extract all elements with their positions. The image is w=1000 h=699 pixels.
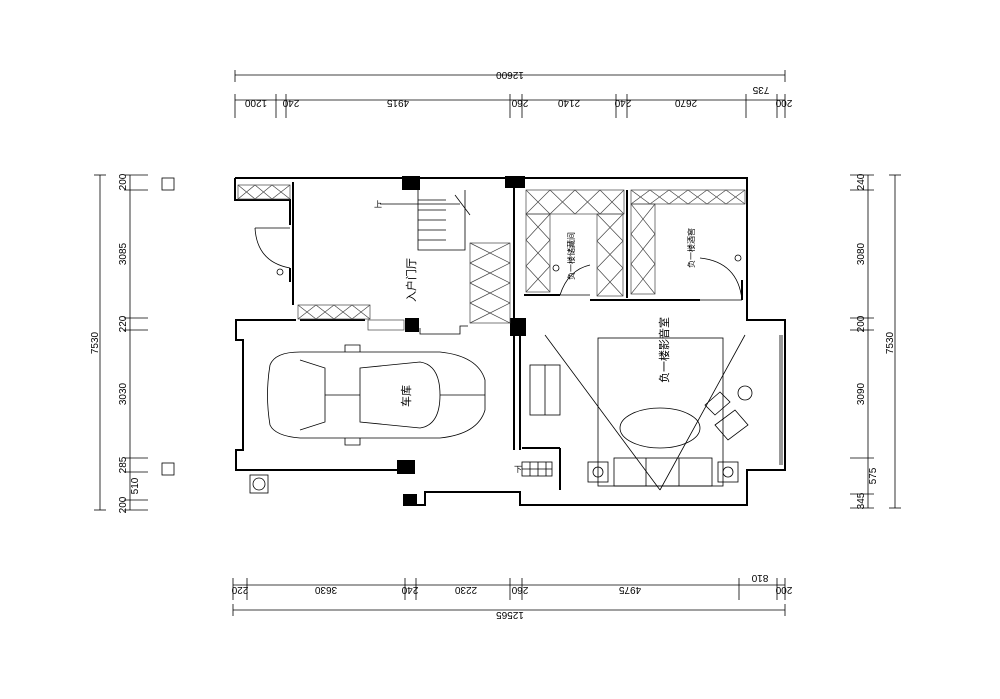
drain-fixture	[249, 474, 269, 494]
dim-right-6: 345	[856, 492, 867, 509]
stair-down-label: 下	[514, 465, 522, 474]
dim-bottom-7: 810	[751, 572, 768, 583]
dim-top-7: 2670	[674, 97, 697, 108]
dim-top-3: 4915	[386, 97, 409, 108]
cabinets	[237, 184, 746, 331]
dim-left-2: 3085	[118, 242, 129, 265]
dim-left-7: 200	[118, 496, 129, 513]
dim-top-4: 260	[511, 97, 528, 108]
left-dimensions: 7530 200 3085 220 3030 285 510 200	[90, 173, 175, 513]
dim-left-1: 200	[118, 173, 129, 190]
dim-top-9: 200	[775, 97, 792, 108]
dim-left-6: 510	[130, 477, 141, 494]
dim-right-1: 240	[856, 173, 867, 190]
structural-columns	[397, 176, 526, 506]
dim-top-1: 1200	[244, 97, 267, 108]
room-label-theater: 负一楼影音室	[657, 317, 671, 383]
stairs-down	[521, 461, 553, 477]
dim-top-5: 2140	[557, 97, 580, 108]
car-illustration	[267, 344, 486, 446]
dim-left-total: 7530	[90, 331, 101, 354]
dim-left-3: 220	[118, 315, 129, 332]
dim-bottom-3: 240	[401, 584, 418, 595]
top-dimensions: 12600 1200 240 4915 260 2140 240 2670 73…	[234, 69, 792, 118]
dim-right-total: 7530	[885, 331, 896, 354]
dim-right-2: 3080	[856, 242, 867, 265]
walls	[234, 177, 786, 506]
bottom-dimensions: 220 3630 240 2230 260 4975 810 200 12565	[231, 572, 792, 620]
dim-bottom-5: 260	[511, 584, 528, 595]
dim-left-4: 3030	[118, 382, 129, 405]
dim-right-3: 200	[856, 315, 867, 332]
dim-bottom-2: 3630	[314, 584, 337, 595]
dim-bottom-total: 12565	[496, 609, 524, 620]
room-label-entrance: 入户门厅	[404, 258, 418, 302]
dim-top-total: 12600	[496, 69, 524, 80]
dim-bottom-1: 220	[231, 584, 248, 595]
doors	[254, 227, 743, 301]
dim-top-2: 240	[282, 97, 299, 108]
dim-right-5: 575	[868, 467, 879, 484]
dim-bottom-6: 4975	[618, 584, 641, 595]
theater-furniture	[529, 334, 783, 491]
stairs-up	[380, 185, 471, 335]
room-label-garage: 车库	[399, 385, 413, 407]
room-label-wine: 负一楼酒窖	[686, 228, 696, 268]
dim-top-6: 240	[614, 97, 631, 108]
room-label-storage: 负一楼储藏间	[566, 232, 576, 280]
dim-bottom-4: 2230	[454, 584, 477, 595]
dim-top-8: 735	[752, 84, 769, 95]
dim-left-5: 285	[118, 456, 129, 473]
stair-up-label: 上	[374, 200, 382, 209]
dim-right-4: 3090	[856, 382, 867, 405]
dim-bottom-8: 200	[775, 584, 792, 595]
right-dimensions: 240 3080 200 3090 575 345 7530	[850, 173, 901, 509]
